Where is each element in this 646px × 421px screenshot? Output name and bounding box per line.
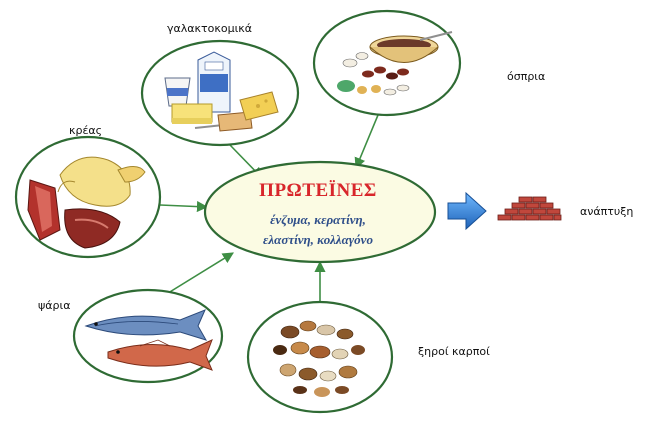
label-dairy: γαλακτοκομικά	[167, 22, 253, 35]
nuts-group	[246, 300, 394, 414]
fish-illustration	[84, 309, 213, 371]
label-outcome: ανάπτυξη	[580, 205, 634, 218]
legumes-group	[312, 9, 462, 117]
dairy-illustration	[164, 51, 279, 132]
meat-illustration	[27, 156, 146, 249]
hub-subtitle-line1: ένζυμα, κερατίνη,	[270, 212, 366, 227]
label-legumes: όσπρια	[507, 70, 546, 83]
arrow-meat-to-hub	[159, 200, 209, 213]
bricks-illustration	[497, 196, 562, 221]
legumes-illustration	[337, 31, 453, 96]
label-nuts: ξηροί καρποί	[418, 345, 490, 358]
big-arrow	[447, 191, 487, 231]
hub-title: ΠΡΩΤΕΪΝΕΣ	[259, 180, 377, 201]
label-fish: ψάρια	[38, 299, 71, 312]
hub-ellipse	[203, 160, 437, 264]
legumes-ellipse	[312, 9, 462, 117]
dairy-group	[140, 39, 300, 147]
fish-group	[72, 288, 224, 384]
arrow-fish-to-hub	[159, 252, 234, 299]
meat-group	[14, 135, 162, 259]
nuts-illustration	[273, 320, 365, 397]
hub-subtitle-line2: ελαστίνη, κολλαγόνο	[263, 232, 373, 247]
label-meat: κρέας	[69, 124, 103, 137]
